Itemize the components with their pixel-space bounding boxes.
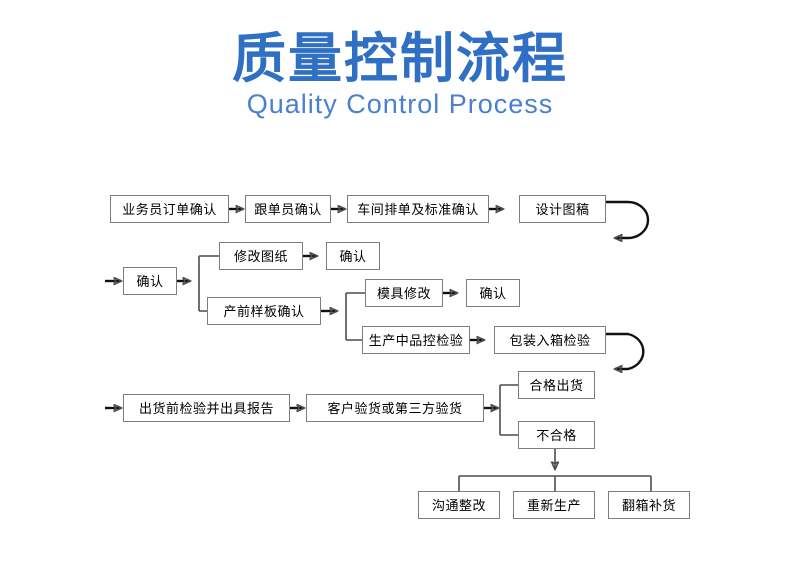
- node-label: 车间排单及标准确认: [357, 201, 479, 217]
- node-in-process-quality-inspection[interactable]: 生产中品控检验: [362, 326, 470, 354]
- node-pre-shipment-inspection-report[interactable]: 出货前检验并出具报告: [123, 394, 290, 422]
- node-merchandiser-confirm[interactable]: 跟单员确认: [245, 195, 331, 223]
- node-qualified-shipment[interactable]: 合格出货: [518, 371, 595, 399]
- node-confirm-c[interactable]: 确认: [466, 279, 520, 307]
- node-label: 翻箱补货: [621, 497, 676, 513]
- node-label: 确认: [339, 248, 367, 264]
- node-label: 产前样板确认: [223, 303, 305, 319]
- node-label: 模具修改: [376, 285, 431, 301]
- node-sales-order-confirm[interactable]: 业务员订单确认: [110, 195, 229, 223]
- page-title: 质量控制流程: [232, 29, 568, 89]
- node-design-draft[interactable]: 设计图稿: [519, 195, 606, 223]
- node-communicate-rectify[interactable]: 沟通整改: [418, 491, 500, 519]
- node-label: 合格出货: [529, 377, 584, 393]
- node-confirm-a[interactable]: 确认: [123, 267, 177, 295]
- node-reproduce[interactable]: 重新生产: [513, 491, 595, 519]
- node-label: 设计图稿: [535, 201, 590, 217]
- node-packing-inspection[interactable]: 包装入箱检验: [494, 326, 606, 354]
- node-label: 修改图纸: [233, 248, 288, 264]
- node-workshop-schedule-standard-confirm[interactable]: 车间排单及标准确认: [347, 195, 489, 223]
- node-label: 业务员订单确认: [122, 201, 217, 217]
- node-label: 生产中品控检验: [368, 332, 464, 348]
- node-label: 确认: [136, 273, 164, 289]
- node-unqualified[interactable]: 不合格: [518, 421, 595, 449]
- node-repack-replenish[interactable]: 翻箱补货: [608, 491, 690, 519]
- node-revise-drawing[interactable]: 修改图纸: [219, 242, 303, 270]
- node-label: 不合格: [536, 427, 577, 443]
- node-label: 重新生产: [526, 497, 581, 513]
- node-label: 跟单员确认: [254, 201, 322, 217]
- node-confirm-b[interactable]: 确认: [326, 242, 380, 270]
- node-label: 客户验货或第三方验货: [327, 400, 463, 416]
- node-label: 出货前检验并出具报告: [138, 400, 274, 416]
- node-label: 确认: [479, 285, 507, 301]
- node-label: 包装入箱检验: [509, 332, 591, 348]
- node-customer-or-third-party-inspection[interactable]: 客户验货或第三方验货: [306, 394, 484, 422]
- page-subtitle: Quality Control Process: [246, 89, 554, 119]
- node-label: 沟通整改: [431, 497, 486, 513]
- node-mold-modification[interactable]: 模具修改: [365, 279, 443, 307]
- node-pre-production-sample-confirm[interactable]: 产前样板确认: [207, 297, 321, 325]
